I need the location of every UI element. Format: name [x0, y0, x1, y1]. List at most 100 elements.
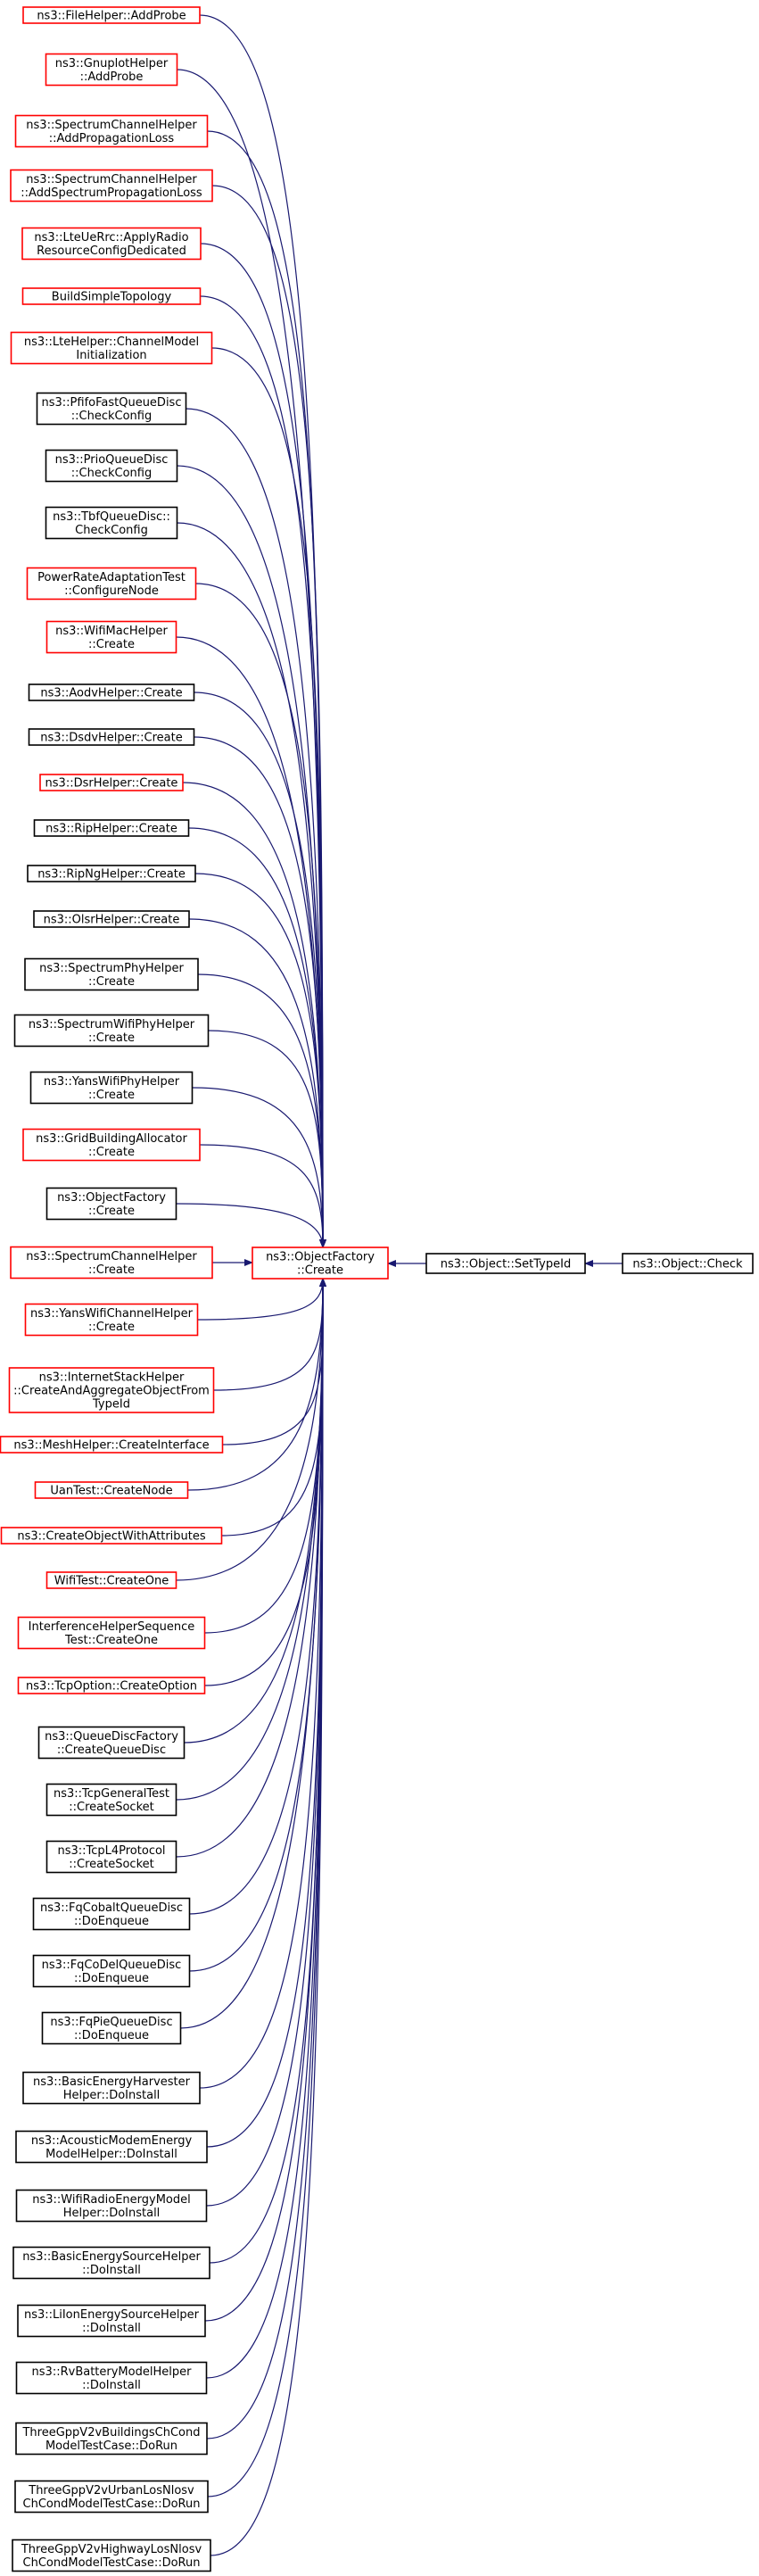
node-border — [14, 2480, 209, 2514]
caller-node[interactable]: ns3::SpectrumChannelHelper::Create — [10, 1246, 213, 1280]
caller-node[interactable]: ns3::YansWifiPhyHelper::Create — [29, 1071, 194, 1105]
caller-node[interactable]: ns3::BasicEnergyHarvesterHelper::DoInsta… — [22, 2071, 201, 2105]
node-label-line: ns3::Object::Check — [632, 1258, 743, 1271]
caller-node[interactable]: ns3::TcpOption::CreateOption — [17, 1677, 206, 1694]
caller-node[interactable]: ns3::AcousticModemEnergyModelHelper::DoI… — [15, 2130, 208, 2164]
node-label-line: ns3::DsdvHelper::Create — [40, 732, 182, 745]
caller-node[interactable]: ns3::PrioQueueDisc::CheckConfig — [45, 449, 178, 483]
call-edge — [209, 1278, 326, 2264]
caller-node[interactable]: ns3::LteUeRrc::ApplyRadioResourceConfigD… — [21, 227, 202, 261]
call-edge — [176, 1278, 326, 1581]
node-label-line: ns3::DsrHelper::Create — [45, 777, 178, 791]
caller-node[interactable]: ns3::GnuplotHelper::AddProbe — [45, 53, 178, 87]
node-label-line: ns3::WifiMacHelper — [55, 625, 168, 638]
caller-node[interactable]: ns3::CreateObjectWithAttributes — [0, 1527, 223, 1545]
caller-node[interactable]: ns3::RvBatteryModelHelper::DoInstall — [15, 2361, 208, 2395]
caller-node[interactable]: ns3::PfifoFastQueueDisc::CheckConfig — [36, 392, 187, 426]
node-border — [32, 1954, 191, 1988]
call-edge — [210, 1278, 326, 2556]
caller-node[interactable]: ThreeGppV2vBuildingsChCondModelTestCase:… — [15, 2422, 208, 2456]
caller-node[interactable]: ns3::ObjectFactory::Create — [45, 1187, 177, 1221]
caller-node[interactable]: BuildSimpleTopology — [21, 287, 202, 305]
object-factory-create-node[interactable]: ns3::ObjectFactory::Create — [252, 1247, 389, 1280]
node-border — [15, 2361, 208, 2395]
node-border — [45, 449, 178, 483]
node-label-line: InterferenceHelperSequence — [29, 1620, 195, 1634]
call-edge — [186, 408, 326, 1248]
node-label-line: ::Create — [88, 1205, 135, 1218]
caller-node[interactable]: ns3::SpectrumChannelHelper::AddSpectrumP… — [10, 169, 213, 203]
node-border — [22, 1128, 201, 1162]
node-label-line: ::Create — [88, 1321, 135, 1334]
caller-node[interactable]: ns3::FqCoDelQueueDisc::DoEnqueue — [32, 1954, 191, 1988]
object-check-focus-node[interactable]: ns3::Object::Check — [622, 1253, 754, 1274]
caller-node[interactable]: ns3::GridBuildingAllocator::Create — [22, 1128, 201, 1162]
node-label-line: ::ConfigureNode — [64, 584, 159, 598]
call-edge — [213, 1278, 326, 1391]
caller-node[interactable]: ns3::SpectrumChannelHelper::AddPropagati… — [14, 114, 209, 148]
node-border — [0, 1436, 224, 1454]
caller-node[interactable]: ns3::FqPieQueueDisc::DoEnqueue — [41, 2011, 182, 2045]
caller-node[interactable]: ns3::WifiRadioEnergyModelHelper::DoInsta… — [15, 2189, 208, 2223]
caller-node[interactable]: InterferenceHelperSequenceTest::CreateOn… — [17, 1616, 206, 1650]
call-edge — [207, 130, 326, 1248]
caller-node[interactable]: ThreeGppV2vUrbanLosNlosvChCondModelTestC… — [14, 2480, 209, 2514]
node-label-line: ::AddPropagationLoss — [49, 132, 175, 145]
node-label-line: ::CreateSocket — [69, 1858, 153, 1871]
caller-node[interactable]: ns3::MeshHelper::CreateInterface — [0, 1436, 224, 1454]
node-label-line: ::Create — [88, 1031, 135, 1045]
caller-node[interactable]: ns3::RipNgHelper::Create — [27, 865, 196, 882]
caller-node[interactable]: ns3::TbfQueueDisc::CheckConfig — [45, 506, 178, 540]
node-label-line: ns3::LteHelper::ChannelModel — [24, 335, 199, 349]
caller-node[interactable]: ThreeGppV2vHighwayLosNlosvChCondModelTes… — [12, 2539, 211, 2572]
node-label-line: ns3::PrioQueueDisc — [55, 453, 169, 467]
caller-node[interactable]: ns3::TcpL4Protocol::CreateSocket — [45, 1840, 177, 1874]
node-label-line: ns3::FqPieQueueDisc — [50, 2016, 172, 2029]
node-label-line: ns3::LteUeRrc::ApplyRadio — [34, 231, 188, 244]
node-border — [45, 1783, 177, 1817]
node-label-line: ::CreateSocket — [69, 1801, 153, 1814]
call-edge — [194, 736, 326, 1248]
caller-node[interactable]: ns3::BasicEnergySourceHelper::DoInstall — [12, 2246, 210, 2280]
caller-node[interactable]: ns3::LteHelper::ChannelModelInitializati… — [10, 331, 213, 365]
caller-node[interactable]: ns3::InternetStackHelper::CreateAndAggre… — [8, 1367, 215, 1413]
node-border — [37, 1726, 186, 1760]
caller-node[interactable]: ns3::SpectrumWifiPhyHelper::Create — [13, 1014, 210, 1048]
node-label-line: ns3::AcousticModemEnergy — [31, 2134, 193, 2148]
node-border — [24, 1303, 199, 1337]
node-border — [17, 1616, 206, 1650]
node-label-line: ns3::InternetStackHelper — [39, 1371, 185, 1385]
caller-node[interactable]: PowerRateAdaptationTest::ConfigureNode — [26, 567, 197, 601]
call-edge — [204, 1278, 326, 2322]
caller-node[interactable]: ns3::OlsrHelper::Create — [33, 910, 190, 928]
node-label-line: ns3::SpectrumChannelHelper — [26, 173, 197, 186]
set-type-id-node[interactable]: ns3::Object::SetTypeId — [425, 1253, 586, 1274]
node-border — [27, 865, 196, 882]
caller-node[interactable]: ns3::QueueDiscFactory::CreateQueueDisc — [37, 1726, 186, 1760]
node-label-line: TypeId — [92, 1398, 130, 1412]
caller-node[interactable]: ns3::RipHelper::Create — [33, 819, 190, 837]
caller-node[interactable]: ns3::DsdvHelper::Create — [28, 728, 195, 746]
caller-node[interactable]: UanTest::CreateNode — [34, 1481, 189, 1499]
caller-node[interactable]: ns3::SpectrumPhyHelper::Create — [24, 957, 199, 991]
caller-node[interactable]: ns3::WifiMacHelper::Create — [45, 620, 177, 654]
node-label-line: ns3::CreateObjectWithAttributes — [17, 1530, 205, 1544]
node-label-line: ns3::GnuplotHelper — [55, 57, 169, 70]
caller-node[interactable]: ns3::AodvHelper::Create — [28, 683, 195, 701]
caller-node[interactable]: ns3::YansWifiChannelHelper::Create — [24, 1303, 199, 1337]
caller-node[interactable]: ns3::LiIonEnergySourceHelper::DoInstall — [17, 2304, 206, 2338]
node-label-line: Initialization — [76, 349, 146, 362]
node-label-line: ns3::BasicEnergyHarvester — [33, 2075, 191, 2089]
node-border — [12, 2539, 211, 2572]
caller-node[interactable]: ns3::FileHelper::AddProbe — [22, 6, 201, 24]
caller-node[interactable]: WifiTest::CreateOne — [45, 1571, 177, 1589]
node-label-line: ns3::SpectrumChannelHelper — [26, 119, 197, 132]
node-border — [425, 1253, 586, 1274]
node-border — [45, 53, 178, 87]
caller-node[interactable]: ns3::TcpGeneralTest::CreateSocket — [45, 1783, 177, 1817]
caller-node[interactable]: ns3::FqCobaltQueueDisc::DoEnqueue — [32, 1897, 191, 1931]
node-border — [28, 683, 195, 701]
node-label-line: ns3::WifiRadioEnergyModel — [32, 2193, 191, 2207]
caller-node[interactable]: ns3::DsrHelper::Create — [39, 774, 184, 791]
